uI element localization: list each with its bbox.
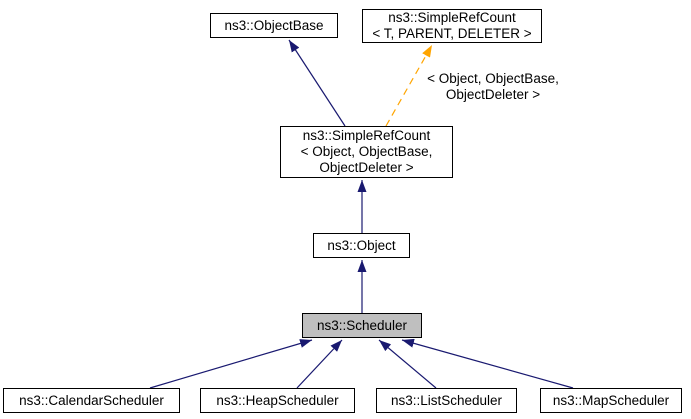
template-args-line: < Object, ObjectBase,: [427, 71, 559, 86]
node-ns3-scheduler-focus: ns3::Scheduler: [302, 313, 422, 338]
node-label-line: ns3::Object: [327, 237, 396, 253]
node-ns3-calendarscheduler[interactable]: ns3::CalendarScheduler: [3, 388, 180, 413]
node-label-line: ns3::MapScheduler: [552, 392, 670, 408]
node-label-line: ObjectDeleter >: [319, 160, 414, 175]
template-args-label: < Object, ObjectBase, ObjectDeleter >: [416, 71, 570, 103]
node-label-line: < T, PARENT, DELETER >: [372, 26, 532, 41]
edge-mapscheduler-to-scheduler: [401, 338, 574, 389]
node-ns3-simplerefcount-object[interactable]: ns3::SimpleRefCount < Object, ObjectBase…: [280, 126, 453, 178]
node-ns3-simplerefcount-template[interactable]: ns3::SimpleRefCount < T, PARENT, DELETER…: [362, 9, 542, 43]
node-label-line: ns3::SimpleRefCount: [388, 10, 516, 25]
edge-listscheduler-to-scheduler: [378, 339, 437, 389]
node-label-line: ns3::HeapScheduler: [216, 392, 339, 408]
template-args-line: ObjectDeleter >: [445, 87, 541, 102]
node-ns3-listscheduler[interactable]: ns3::ListScheduler: [376, 388, 517, 413]
node-label-line: ns3::CalendarScheduler: [19, 392, 164, 408]
node-label-line: ns3::Scheduler: [316, 317, 408, 333]
edge-simplerefcount-to-objectbase: [288, 39, 346, 127]
node-ns3-objectbase[interactable]: ns3::ObjectBase: [210, 13, 338, 38]
node-ns3-mapscheduler[interactable]: ns3::MapScheduler: [540, 388, 682, 413]
node-label-line: ns3::ListScheduler: [390, 392, 503, 408]
edge-calendarscheduler-to-scheduler: [149, 339, 313, 389]
edge-heapscheduler-to-scheduler: [296, 339, 343, 389]
edge-template-instantiation: [385, 44, 433, 127]
node-ns3-object[interactable]: ns3::Object: [313, 233, 410, 258]
node-label-line: ns3::ObjectBase: [224, 17, 324, 33]
node-ns3-heapscheduler[interactable]: ns3::HeapScheduler: [200, 388, 355, 413]
node-label-line: < Object, ObjectBase,: [300, 144, 433, 159]
node-label-line: ns3::SimpleRefCount: [302, 128, 431, 143]
